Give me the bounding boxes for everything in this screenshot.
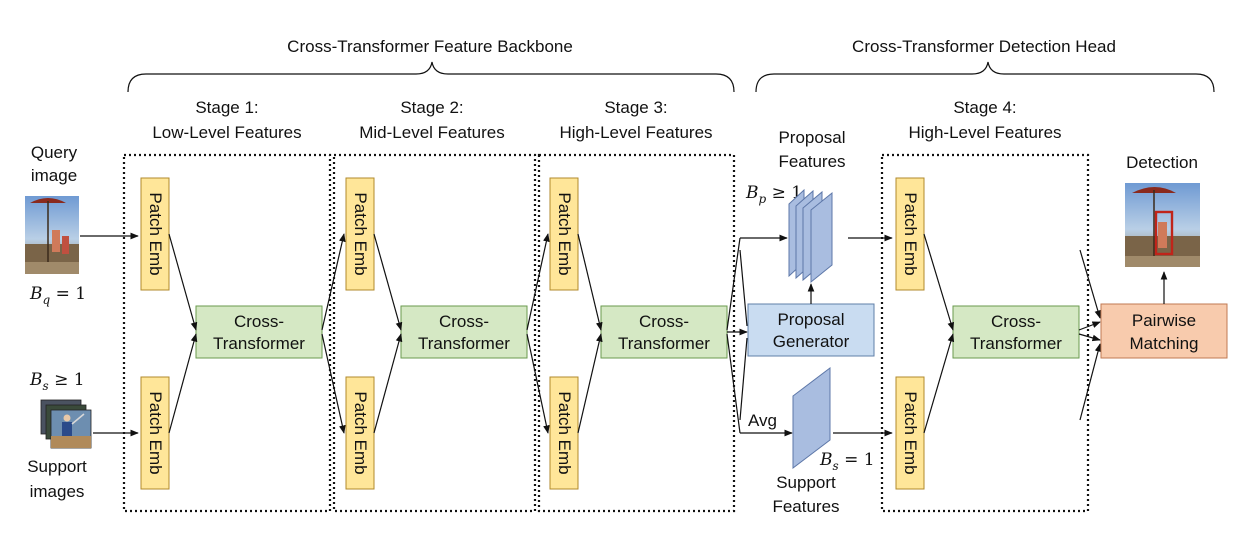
stage1-patch-emb-bottom-label: Patch Emb [146,391,165,474]
s1-s2-top [321,233,346,331]
proposal-generator-label1: Proposal [777,310,844,329]
stage1-patch-emb-top [140,177,170,291]
bs-label: Bs ≥ 1 [29,370,85,393]
s1-s2-bottom [321,333,346,434]
stage2-cross-transformer [400,305,528,359]
s4-to-matching-2 [1078,333,1101,342]
support-label-line2: images [30,482,85,501]
pairwise-matching-label1: Pairwise [1132,311,1196,330]
pairwise-matching [1100,303,1228,359]
stage3-cross-transformer [600,305,728,359]
detection-image [1125,183,1200,267]
stage2-cross-transformer-label1: Cross- [439,312,489,331]
stage1-frame [122,153,332,513]
svg-text:Bs = 1: Bs = 1 [819,450,875,473]
query-image [25,196,79,274]
s4-to-matching-3 [1079,249,1102,319]
detection-bounding-box [1154,210,1174,256]
stage2-patch-emb-bottom-label: Patch Emb [351,391,370,474]
stage3-subtitle: High-Level Features [559,123,712,142]
s4-to-matching-4 [1079,343,1102,421]
support-images [40,399,92,449]
stage1-patch-emb-top-label: Patch Emb [146,192,165,275]
stage1-subtitle: Low-Level Features [152,123,301,142]
stage3-top-to-ct [577,233,603,331]
proposal-feature-planes [788,188,833,284]
stage3-cross-transformer-label2: Transformer [618,334,710,353]
s2-s3-top [526,233,550,331]
s3-to-proposal-features [726,237,741,331]
svg-text:Bp ≥ 1: Bp ≥ 1 [745,183,802,206]
support-feature-plane [792,366,831,470]
head-header: Cross-Transformer Detection Head [852,37,1116,56]
stage2-patch-emb-top-label: Patch Emb [351,192,370,275]
proposal-generator [747,303,875,357]
s3-to-generator-mid2 [739,337,748,421]
stage3-patch-emb-bottom [549,376,579,490]
stage1-bottom-to-ct [168,333,198,434]
s2-s3-bottom [526,333,550,434]
stage4-title: Stage 4: [953,98,1016,117]
stage1-patch-emb-bottom [140,376,170,490]
s3-to-avg [726,333,741,434]
bp-label: Bp ≥ 1 [745,183,802,206]
support-features-label2: Features [772,497,839,516]
stage4-top-to-ct [923,233,955,331]
svg-text:Bs ≥ 1: Bs ≥ 1 [29,370,85,393]
bq-label: Bq = 1 [29,284,86,307]
stage3-patch-emb-top-label: Patch Emb [555,192,574,275]
proposal-features-label1: Proposal [778,128,845,147]
stage4-subtitle: High-Level Features [908,123,1061,142]
stage2-patch-emb-top [345,177,375,291]
backbone-header: Cross-Transformer Feature Backbone [287,37,573,56]
head-brace [755,61,1215,93]
stage4-patch-emb-top-label: Patch Emb [901,192,920,275]
stage2-subtitle: Mid-Level Features [359,123,505,142]
svg-text:Bq = 1: Bq = 1 [29,284,86,307]
stage3-patch-emb-top [549,177,579,291]
stage2-frame [332,153,537,513]
stage4-patch-emb-bottom [895,376,925,490]
stage4-patch-emb-bottom-label: Patch Emb [901,391,920,474]
stage1-cross-transformer-label2: Transformer [213,334,305,353]
s3-to-generator-mid1 [739,249,748,327]
avg-label: Avg [748,411,777,430]
support-features-label1: Support [776,473,836,492]
stage4-cross-transformer-label2: Transformer [970,334,1062,353]
stage1-top-to-ct [168,233,198,331]
stage1-title: Stage 1: [195,98,258,117]
stage3-title: Stage 3: [604,98,667,117]
stage4-cross-transformer [952,305,1080,359]
proposal-generator-label2: Generator [773,332,850,351]
pairwise-matching-label2: Matching [1130,334,1199,353]
stage3-patch-emb-bottom-label: Patch Emb [555,391,574,474]
backbone-brace [127,61,735,93]
stage1-cross-transformer [195,305,323,359]
query-label-line2: image [31,166,77,185]
stage4-bottom-to-ct [923,333,955,434]
bs1-label: Bs = 1 [819,450,875,473]
stage4-patch-emb-top [895,177,925,291]
query-label-line1: Query [31,143,78,162]
stage4-frame [880,153,1090,513]
stage3-cross-transformer-label1: Cross- [639,312,689,331]
stage3-bottom-to-ct [577,333,603,434]
stage2-patch-emb-bottom [345,376,375,490]
support-label-line1: Support [27,457,87,476]
stage2-top-to-ct [373,233,403,331]
stage2-title: Stage 2: [400,98,463,117]
proposal-features-label2: Features [778,152,845,171]
stage2-cross-transformer-label2: Transformer [418,334,510,353]
stage2-bottom-to-ct [373,333,403,434]
s4-to-matching-1 [1078,321,1101,331]
stage4-cross-transformer-label1: Cross- [991,312,1041,331]
detection-label: Detection [1126,153,1198,172]
stage1-cross-transformer-label1: Cross- [234,312,284,331]
